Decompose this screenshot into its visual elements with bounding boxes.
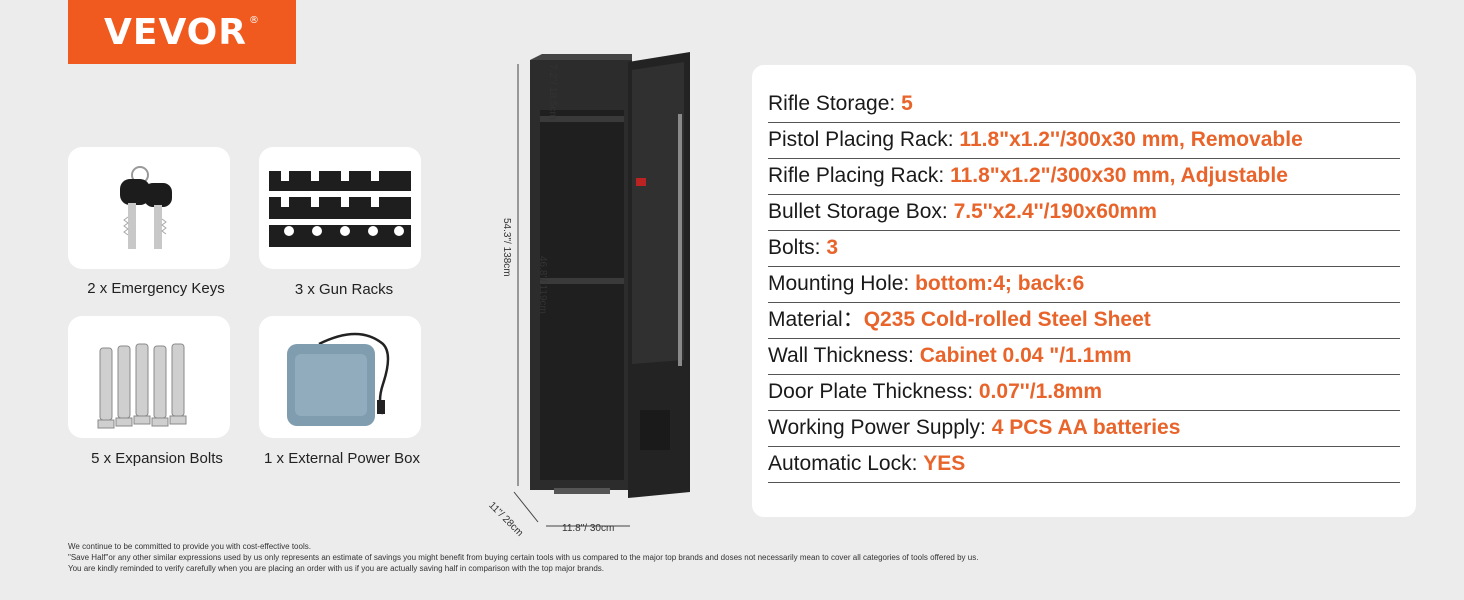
spec-value: Q235 Cold-rolled Steel Sheet [863, 308, 1151, 331]
spec-row: Rifle Placing Rack: 11.8"x1.2"/300x30 mm… [768, 158, 1400, 195]
spec-row: Door Plate Thickness: 0.07''/1.8mm [768, 374, 1400, 411]
spec-label: Bolts: [768, 236, 827, 259]
spec-row: Material：Q235 Cold-rolled Steel Sheet [768, 302, 1400, 339]
accessory-card-gun-racks [259, 147, 421, 269]
spec-row: Mounting Hole: bottom:4; back:6 [768, 266, 1400, 303]
spec-label: Pistol Placing Rack: [768, 128, 960, 151]
spec-label: Working Power Supply: [768, 416, 992, 439]
spec-row: Working Power Supply: 4 PCS AA batteries [768, 410, 1400, 447]
brand-name: VEVOR [103, 11, 247, 53]
spec-value: 7.5''x2.4''/190x60mm [953, 200, 1157, 223]
expansion-bolts-icon [97, 343, 187, 429]
dim-top-gap: 7.2"/ 18.5cm [547, 64, 558, 120]
spec-value: 4 PCS AA batteries [991, 416, 1181, 439]
spec-row: Bullet Storage Box: 7.5''x2.4''/190x60mm [768, 194, 1400, 231]
accessory-card-power-box [259, 316, 421, 438]
keys-icon [120, 166, 172, 249]
spec-row: Pistol Placing Rack: 11.8"x1.2''/300x30 … [768, 122, 1400, 159]
spec-row: Bolts: 3 [768, 230, 1400, 267]
disclaimer-line: We continue to be committed to provide y… [68, 542, 311, 551]
spec-label: Automatic Lock: [768, 452, 924, 475]
disclaimer-line: "Save Half"or any other similar expressi… [68, 553, 979, 562]
gun-racks-icon [269, 171, 411, 247]
accessory-label-gun-racks: 3 x Gun Racks [294, 281, 394, 298]
spec-label: Rifle Storage: [768, 92, 902, 115]
spec-value: 0.07''/1.8mm [978, 380, 1103, 403]
accessory-label-keys: 2 x Emergency Keys [87, 280, 225, 297]
spec-label: Rifle Placing Rack: [768, 164, 951, 187]
dim-width: 11.8"/ 30cm [562, 523, 615, 534]
spec-value: YES [923, 452, 966, 475]
dim-inner-height: 46.8"/ 119cm [537, 256, 548, 314]
spec-value: 3 [826, 236, 839, 259]
power-box-icon [287, 332, 390, 426]
spec-value: 5 [901, 92, 913, 115]
accessory-card-bolts [68, 316, 230, 438]
accessory-label-power-box: 1 x External Power Box [264, 450, 420, 467]
spec-row: Automatic Lock: YES [768, 446, 1400, 483]
spec-label: Material： [768, 308, 864, 331]
spec-value: 11.8"x1.2"/300x30 mm, Adjustable [950, 164, 1288, 187]
spec-label: Bullet Storage Box: [768, 200, 954, 223]
spec-value: bottom:4; back:6 [915, 272, 1085, 295]
spec-row: Rifle Storage: 5 [768, 86, 1400, 123]
accessory-label-bolts: 5 x Expansion Bolts [91, 450, 223, 467]
gun-safe-image [490, 50, 720, 550]
spec-label: Door Plate Thickness: [768, 380, 979, 403]
spec-label: Mounting Hole: [768, 272, 916, 295]
dim-height: 54.3"/ 138cm [501, 218, 512, 277]
registered-mark: ® [249, 14, 260, 26]
brand-logo: VEVOR® [68, 0, 296, 64]
spec-row: Wall Thickness: Cabinet 0.04 "/1.1mm [768, 338, 1400, 375]
disclaimer-line: You are kindly reminded to verify carefu… [68, 564, 604, 573]
gun-safe-illustration [513, 52, 690, 527]
spec-label: Wall Thickness: [768, 344, 920, 367]
spec-value: 11.8"x1.2''/300x30 mm, Removable [959, 128, 1303, 151]
spec-value: Cabinet 0.04 "/1.1mm [919, 344, 1132, 367]
accessory-card-keys [68, 147, 230, 269]
spec-panel: Rifle Storage: 5 Pistol Placing Rack: 11… [752, 65, 1416, 517]
